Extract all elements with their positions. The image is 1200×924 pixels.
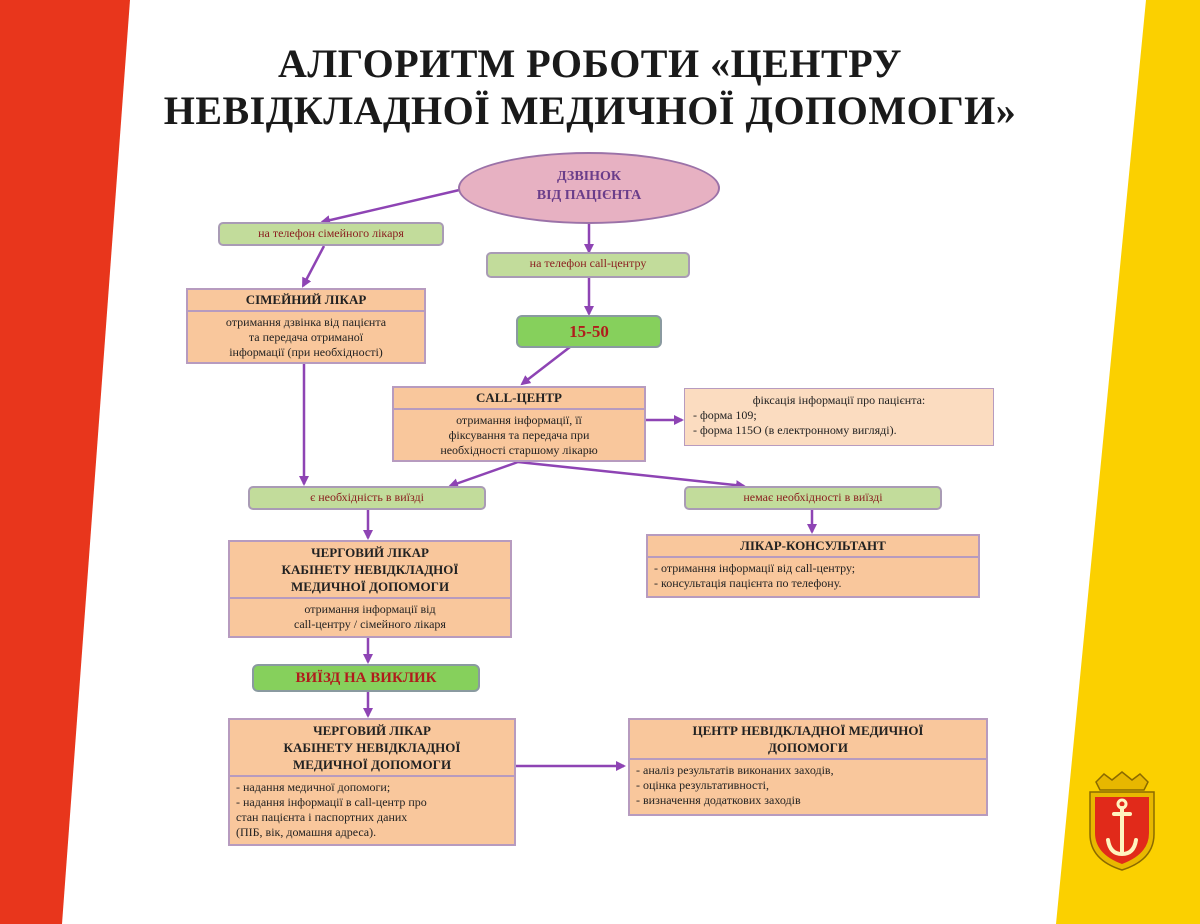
duty-doctor-1-head-line: МЕДИЧНОЇ ДОПОМОГИ (290, 579, 450, 594)
duty-doctor-2-item: стан пацієнта і паспортних даних (236, 810, 408, 824)
center-item: - оцінка результативності, (636, 778, 769, 792)
arrow-callcenter-to-novisit (517, 460, 746, 491)
center-item: - визначення додаткових заходів (636, 793, 801, 807)
center-head-line: ДОПОМОГИ (767, 740, 849, 755)
emergency-center-box: ЦЕНТР НЕВІДКЛАДНОЇ МЕДИЧНОЇ ДОПОМОГИ - а… (628, 718, 988, 816)
center-head-line: ЦЕНТР НЕВІДКЛАДНОЇ МЕДИЧНОЇ (692, 723, 924, 738)
duty-doctor-1-head-line: ЧЕРГОВИЙ ЛІКАР (311, 545, 429, 560)
family-doctor-head: СІМЕЙНИЙ ЛІКАР (188, 290, 424, 312)
patient-info-note: фіксація інформації про пацієнта: - форм… (684, 388, 994, 446)
left-red-stripe (0, 0, 130, 924)
family-doctor-line: інформації (при необхідності) (229, 345, 383, 359)
number-box: 15-50 (516, 315, 662, 348)
call-center-box: CALL-ЦЕНТР отримання інформації, її фікс… (392, 386, 646, 462)
call-center-head: CALL-ЦЕНТР (394, 388, 644, 410)
start-node-call: ДЗВІНОК ВІД ПАЦІЄНТА (458, 152, 720, 224)
note-item: - форма 115О (в електронному вигляді). (693, 423, 897, 437)
family-doctor-line: та передача отриманої (248, 330, 364, 344)
duty-doctor-box-1: ЧЕРГОВИЙ ЛІКАР КАБІНЕТУ НЕВІДКЛАДНОЇ МЕД… (228, 540, 512, 638)
duty-doctor-2-head: ЧЕРГОВИЙ ЛІКАР КАБІНЕТУ НЕВІДКЛАДНОЇ МЕД… (230, 720, 514, 777)
arrow-family-label-to-family-doctor (301, 245, 326, 288)
right-yellow-stripe (1056, 0, 1200, 924)
note-item: - форма 109; (693, 408, 757, 422)
start-line-2: ВІД ПАЦІЄНТА (536, 188, 642, 203)
page-title: АЛГОРИТМ РОБОТИ «ЦЕНТРУ НЕВІДКЛАДНОЇ МЕД… (150, 40, 1030, 134)
family-doctor-body: отримання дзвінка від пацієнта та переда… (188, 312, 424, 363)
duty-doctor-1-line: отримання інформації від (304, 602, 436, 616)
note-head: фіксація інформації про пацієнта: (752, 393, 926, 407)
title-line-2: НЕВІДКЛАДНОЇ МЕДИЧНОЇ ДОПОМОГИ» (163, 88, 1017, 133)
consultant-body: - отримання інформації від call-центру; … (648, 558, 978, 594)
arrow-callcenter-to-visit (448, 460, 519, 489)
family-doctor-line: отримання дзвінка від пацієнта (225, 315, 387, 329)
anchor-coat-of-arms-icon (1089, 771, 1155, 871)
label-callcenter-phone: на телефон call-центру (486, 252, 690, 278)
title-line-1: АЛГОРИТМ РОБОТИ «ЦЕНТРУ (278, 41, 902, 86)
duty-doctor-1-body: отримання інформації від call-центру / с… (230, 599, 510, 635)
family-doctor-box: СІМЕЙНИЙ ЛІКАР отримання дзвінка від пац… (186, 288, 426, 364)
departure-box: ВИЇЗД НА ВИКЛИК (252, 664, 480, 692)
arrow-call-to-family-label (320, 186, 469, 226)
label-no-visit: немає необхідності в виїзді (684, 486, 942, 510)
duty-doctor-2-body: - надання медичної допомоги; - надання і… (230, 777, 514, 843)
center-head: ЦЕНТР НЕВІДКЛАДНОЇ МЕДИЧНОЇ ДОПОМОГИ (630, 720, 986, 760)
call-center-body: отримання інформації, її фіксування та п… (394, 410, 644, 461)
consultant-head: ЛІКАР-КОНСУЛЬТАНТ (648, 536, 978, 558)
consultant-item: - консультація пацієнта по телефону. (654, 576, 842, 590)
start-line-1: ДЗВІНОК (556, 169, 622, 184)
call-center-line: фіксування та передача при (448, 428, 590, 442)
duty-doctor-2-head-line: МЕДИЧНОЇ ДОПОМОГИ (292, 757, 452, 772)
label-visit-needed: є необхідність в виїзді (248, 486, 486, 510)
duty-doctor-2-item: - надання інформації в call-центр про (236, 795, 427, 809)
consultant-box: ЛІКАР-КОНСУЛЬТАНТ - отримання інформації… (646, 534, 980, 598)
call-center-line: отримання інформації, її (456, 413, 582, 427)
duty-doctor-2-head-line: КАБІНЕТУ НЕВІДКЛАДНОЇ (283, 740, 461, 755)
center-body: - аналіз результатів виконаних заходів, … (630, 760, 986, 811)
duty-doctor-box-2: ЧЕРГОВИЙ ЛІКАР КАБІНЕТУ НЕВІДКЛАДНОЇ МЕД… (228, 718, 516, 846)
duty-doctor-1-head: ЧЕРГОВИЙ ЛІКАР КАБІНЕТУ НЕВІДКЛАДНОЇ МЕД… (230, 542, 510, 599)
arrow-number-to-callcenter (520, 346, 571, 386)
consultant-item: - отримання інформації від call-центру; (654, 561, 856, 575)
call-center-line: необхідності старшому лікарю (440, 443, 598, 457)
duty-doctor-2-head-line: ЧЕРГОВИЙ ЛІКАР (313, 723, 431, 738)
label-family-phone: на телефон сімейного лікаря (218, 222, 444, 246)
duty-doctor-1-head-line: КАБІНЕТУ НЕВІДКЛАДНОЇ (281, 562, 459, 577)
center-item: - аналіз результатів виконаних заходів, (636, 763, 834, 777)
duty-doctor-1-line: call-центру / сімейного лікаря (294, 617, 446, 631)
duty-doctor-2-item: - надання медичної допомоги; (236, 780, 391, 794)
duty-doctor-2-item: (ПІБ, вік, домашня адреса). (236, 825, 377, 839)
